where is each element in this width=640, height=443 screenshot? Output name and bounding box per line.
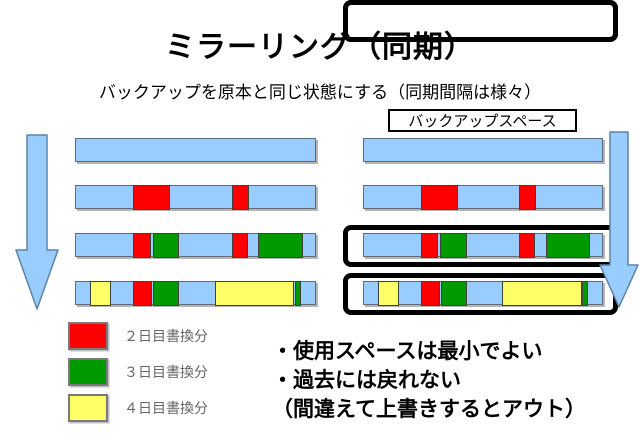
green-segment <box>440 232 467 258</box>
data-bar-day3 <box>363 232 603 258</box>
red-segment <box>133 280 153 306</box>
data-bar-day2 <box>363 184 603 210</box>
red-swatch <box>68 322 108 350</box>
red-segment <box>421 232 439 258</box>
data-bar-day3 <box>75 232 316 258</box>
yellow-segment <box>502 280 582 306</box>
note-line: （間違えて上書きするとアウト） <box>272 398 586 421</box>
legend-label: ２日目書換分 <box>124 328 208 344</box>
red-segment <box>519 232 536 258</box>
backup-space-frame-day4 <box>343 0 618 42</box>
yellow-segment <box>378 280 399 306</box>
red-segment <box>420 184 458 210</box>
legend-label: ３日目書換分 <box>124 364 208 380</box>
data-bar-day1 <box>363 138 603 162</box>
red-segment <box>421 280 440 306</box>
legend-item-yellow: ４日目書換分 <box>68 394 208 422</box>
green-segment <box>582 280 589 306</box>
yellow-segment <box>214 280 295 306</box>
green-segment <box>545 232 591 258</box>
red-segment <box>232 232 248 258</box>
green-segment <box>258 232 304 258</box>
page-title: ミラーリング（同期） <box>165 31 475 64</box>
data-bar-day2 <box>75 184 316 210</box>
yellow-swatch <box>68 394 108 422</box>
page-subtitle: バックアップを原本と同じ状態にする（同期間隔は様々） <box>98 83 542 102</box>
legend-item-green: ３日目書換分 <box>68 358 208 386</box>
notes: ・使用スペースは最小でよい・過去には戻れない （間違えて上書きするとアウト） <box>272 337 632 424</box>
red-segment <box>231 184 249 210</box>
green-segment <box>295 280 302 306</box>
note-line: ・使用スペースは最小でよい <box>272 340 543 363</box>
note-line: ・過去には戻れない <box>272 369 461 392</box>
green-segment <box>152 280 179 306</box>
yellow-segment <box>90 280 111 306</box>
left-down-arrow-icon <box>15 134 59 310</box>
data-bar-day4 <box>363 280 603 306</box>
red-segment <box>132 184 171 210</box>
red-segment <box>519 184 536 210</box>
data-bar-day1 <box>75 138 316 162</box>
data-bar-day4 <box>75 280 316 306</box>
red-segment <box>133 232 151 258</box>
legend-item-red: ２日目書換分 <box>68 322 208 350</box>
right-down-arrow-icon <box>599 131 639 308</box>
legend-label: ４日目書換分 <box>124 400 208 416</box>
green-segment <box>440 280 467 306</box>
green-swatch <box>68 358 108 386</box>
backup-space-label: バックアップスペース <box>388 109 577 132</box>
green-segment <box>152 232 179 258</box>
